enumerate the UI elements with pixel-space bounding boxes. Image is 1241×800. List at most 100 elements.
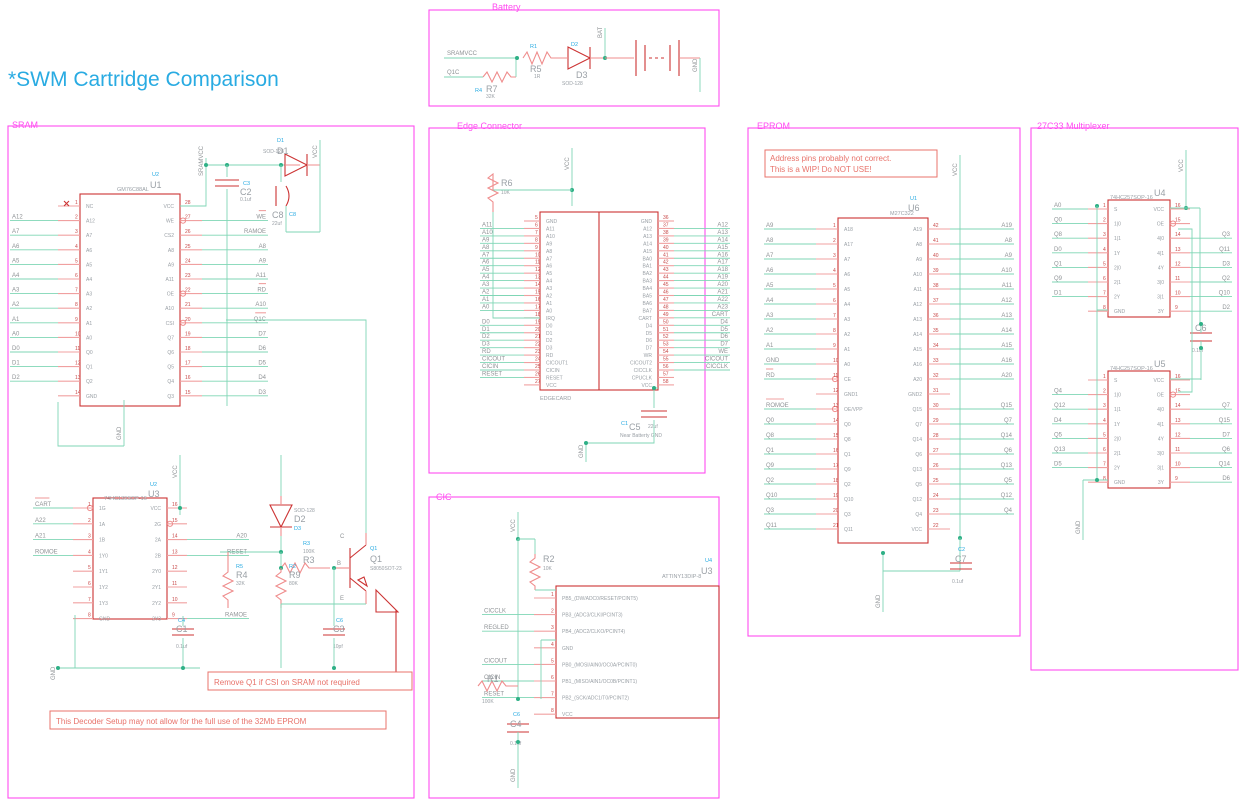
chip-u6-eprom[interactable]: U1 U6 M27C322 1A18A92A17A83A7A74A6A65A5A…	[764, 155, 1014, 612]
chip-u1-sram[interactable]: U2 U1 GM76C88AL 1NC2A12A123A7A74A6A65A5A…	[10, 172, 268, 447]
chip-u3-decoder[interactable]: U2 U3 74HC139SOP-16 11GCART21AA2231BA214…	[33, 455, 249, 680]
net-label: Q4	[1054, 389, 1063, 395]
ref-big-u6: U6	[908, 203, 920, 213]
pin-number: 1	[833, 223, 836, 229]
pin-name: CICIN	[546, 368, 560, 374]
pin-name: WR	[644, 353, 653, 359]
pin-number: 21	[833, 523, 839, 529]
pin-name: 3|1	[1157, 295, 1164, 301]
net-label: Q15	[1001, 403, 1013, 409]
net-label: A2	[12, 302, 20, 308]
net-label: A8	[259, 244, 267, 250]
net-label: D7	[720, 342, 728, 348]
pin-number: 10	[1175, 291, 1181, 297]
chip-body-u4	[1107, 199, 1171, 318]
net-label: A16	[717, 252, 728, 258]
pin-number: 6	[551, 675, 554, 681]
pin-number: 11	[172, 581, 177, 587]
pin-number: 21	[535, 334, 541, 340]
junction	[1199, 346, 1203, 350]
pin-name: OE	[1157, 222, 1165, 228]
net-label: D7	[258, 331, 266, 337]
net-label: A6	[12, 244, 20, 250]
ref-small-c3s: C6	[336, 618, 343, 624]
pin-name: A19	[913, 227, 922, 233]
mux-power-network: VCC C6 0.1uf GND	[1076, 150, 1212, 540]
net-label: Q1	[766, 448, 775, 454]
junction	[516, 697, 520, 701]
net-label: A15	[1001, 343, 1012, 349]
pin-number: 14	[1175, 232, 1181, 238]
val-c8: 22uf	[272, 221, 282, 227]
val-r1c: 100K	[482, 699, 494, 705]
edgecard-connector[interactable]: EDGECARD 5GND6A11A117A10A108A9A99A8A810A…	[480, 148, 730, 462]
pin-name: 4|1	[1157, 422, 1164, 428]
net-label: RD	[482, 349, 491, 355]
junction	[652, 386, 656, 390]
pin-name: A1	[546, 301, 552, 307]
chip-body-u5	[1107, 370, 1171, 489]
pin-name: 1Y1	[99, 569, 108, 575]
inverter-bubble	[179, 319, 187, 326]
pin-name: GND1	[844, 392, 858, 398]
pin-number: 4	[75, 244, 78, 250]
net-label: Q10	[1219, 291, 1231, 297]
net-label: Q9	[1054, 276, 1063, 282]
pin-number: 1	[1103, 203, 1106, 209]
pin-number: 56	[663, 364, 669, 370]
net-label: Q11	[766, 523, 778, 529]
pin-name: A10	[913, 272, 922, 278]
net-label: D0	[1054, 247, 1062, 253]
pin-number: 14	[535, 282, 541, 288]
chip-u4-mux[interactable]: U4 74HC257SOP-16 1SA021|0Q031|1Q841YD052…	[1052, 188, 1232, 318]
pin-name: VCC	[562, 712, 573, 718]
pin-number: 18	[833, 478, 839, 484]
pin-number: 7	[1103, 462, 1106, 468]
net-label-gnd-u1: GND	[117, 426, 123, 440]
net-label: D5	[258, 361, 266, 367]
junction	[178, 506, 182, 510]
pin-name: RD	[546, 353, 554, 359]
pin-number: 15	[833, 433, 839, 439]
net-label-sramvcc: SRAMVCC	[199, 145, 205, 176]
net-label: CICOUT	[705, 357, 728, 363]
pin-name: A7	[546, 256, 552, 262]
pin-name: A10	[546, 234, 555, 240]
pin-name: PB0_(MOSI/AIN0/OC0A/PCINT0)	[562, 662, 637, 668]
pin-name: Q2	[86, 379, 93, 385]
pin-name: D1	[546, 331, 553, 337]
section-title-edge: Edge Connector	[457, 121, 522, 131]
ref-small-c7: C2	[958, 547, 965, 553]
chip-u5-mux[interactable]: U5 74HC257SOP-16 1S21|0Q431|1Q1241YD452|…	[1052, 359, 1232, 489]
net-label-gnd-eprom: GND	[876, 594, 882, 608]
label-q1-base: B	[337, 561, 341, 567]
pin-number: 5	[551, 658, 554, 664]
pin-number: 46	[663, 290, 669, 296]
section-frame-cic	[428, 496, 720, 799]
junction	[332, 666, 336, 670]
pin-number: 6	[1103, 447, 1106, 453]
pin-number: 19	[185, 331, 191, 337]
net-label: Q12	[1054, 403, 1066, 409]
pin-name: BA2	[643, 271, 653, 277]
ref-small-d2: D3	[294, 526, 301, 532]
net-label: A14	[717, 237, 728, 243]
ref-small-q1: Q1	[370, 546, 377, 552]
pin-name: A0	[844, 362, 850, 368]
pin-number: 11	[535, 260, 540, 266]
net-label: D3	[258, 390, 266, 396]
pin-number: 25	[933, 478, 939, 484]
net-label: A4	[766, 298, 774, 304]
inverter-bubble	[166, 520, 174, 527]
section-title-eprom: EPROM	[757, 121, 790, 131]
note-decoder-text: This Decoder Setup may not allow for the…	[56, 717, 307, 726]
pin-number: 30	[933, 403, 939, 409]
label-q1-collector: C	[340, 534, 345, 540]
pin-number: 13	[833, 403, 839, 409]
section-frame-eprom	[747, 127, 1021, 637]
ref-big-c2: C2	[240, 187, 252, 197]
pin-name: A11	[913, 287, 922, 293]
pin-number: 17	[535, 304, 541, 310]
chip-u3-cic[interactable]: U4 U3 ATTINY13DIP-8 1PB5_(DW/ADC0/RESET/…	[477, 512, 720, 788]
pin-name: PB2_(SCK/ADC1/T0/PCINT2)	[562, 696, 629, 702]
